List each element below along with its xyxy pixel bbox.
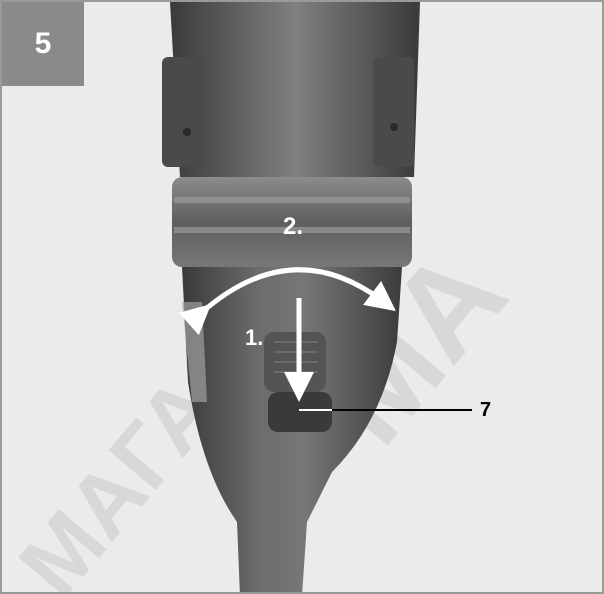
callout-label: 7 xyxy=(480,399,492,421)
motor-housing xyxy=(170,2,420,177)
right-clip xyxy=(374,57,414,167)
step-label-push: 1. xyxy=(245,325,264,350)
left-clip xyxy=(162,57,202,167)
step-label-rotate: 2. xyxy=(283,213,304,240)
ring-groove-2 xyxy=(174,227,410,233)
screw-right xyxy=(390,123,398,131)
slide-switch xyxy=(268,392,332,432)
figure-number: 5 xyxy=(2,2,84,86)
screw-left xyxy=(183,128,191,136)
ring-groove-1 xyxy=(174,197,410,203)
curved-double-arrow-icon xyxy=(178,267,396,336)
